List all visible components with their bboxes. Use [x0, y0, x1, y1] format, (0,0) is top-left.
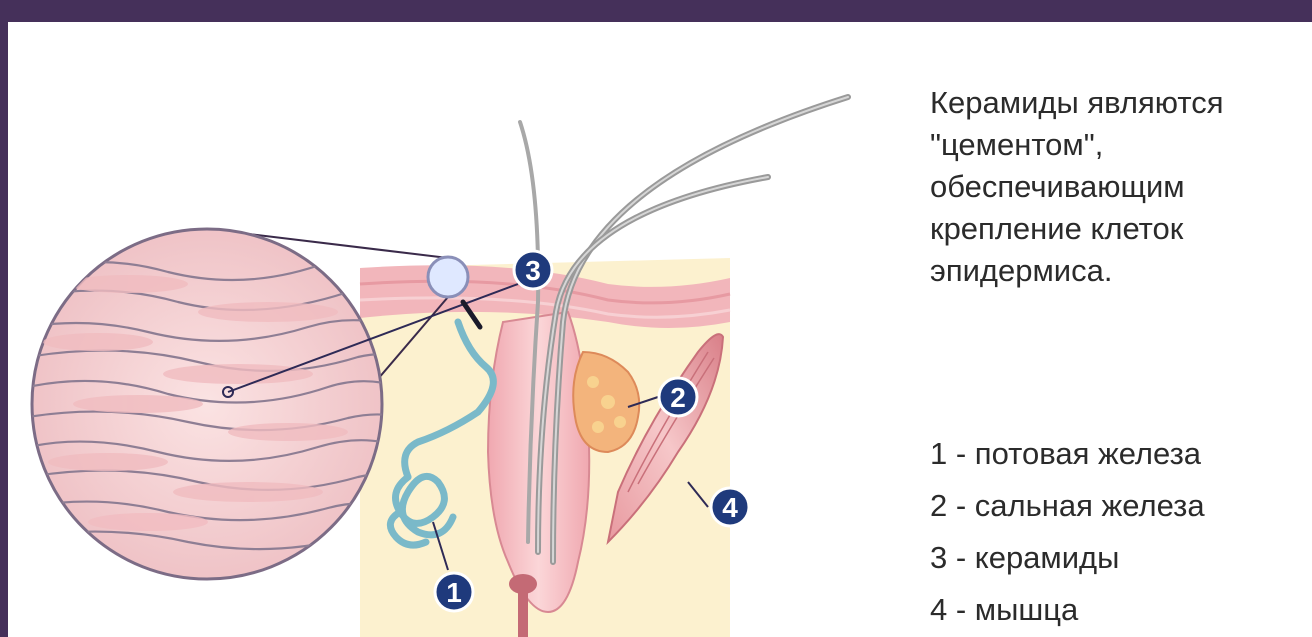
legend-item-muscle: 4 - мышца	[930, 584, 1205, 636]
marker-4: 4	[711, 488, 749, 526]
marker-1: 1	[435, 573, 473, 611]
legend-item-sweat-gland: 1 - потовая железа	[930, 428, 1205, 480]
skin-cross-section-diagram: 1 2 3 4	[8, 22, 908, 637]
description-line: эпидермиса.	[930, 250, 1224, 292]
legend-item-sebaceous-gland: 2 - сальная железа	[930, 480, 1205, 532]
description-line: обеспечивающим	[930, 166, 1224, 208]
marker-4-label: 4	[722, 492, 738, 523]
marker-3: 3	[514, 251, 552, 289]
ceramides-description: Керамиды являются "цементом", обеспечива…	[930, 82, 1224, 292]
legend-list: 1 - потовая железа 2 - сальная железа 3 …	[930, 428, 1205, 636]
description-line: "цементом",	[930, 124, 1224, 166]
marker-2: 2	[659, 378, 697, 416]
description-line: Керамиды являются	[930, 82, 1224, 124]
legend-item-ceramides: 3 - керамиды	[930, 532, 1205, 584]
marker-2-label: 2	[670, 382, 686, 413]
slide-frame: 1 2 3 4 Керамиды являются "цементом", об…	[8, 22, 1312, 637]
description-line: крепление клеток	[930, 208, 1224, 250]
marker-1-label: 1	[446, 577, 462, 608]
marker-3-label: 3	[525, 255, 541, 286]
